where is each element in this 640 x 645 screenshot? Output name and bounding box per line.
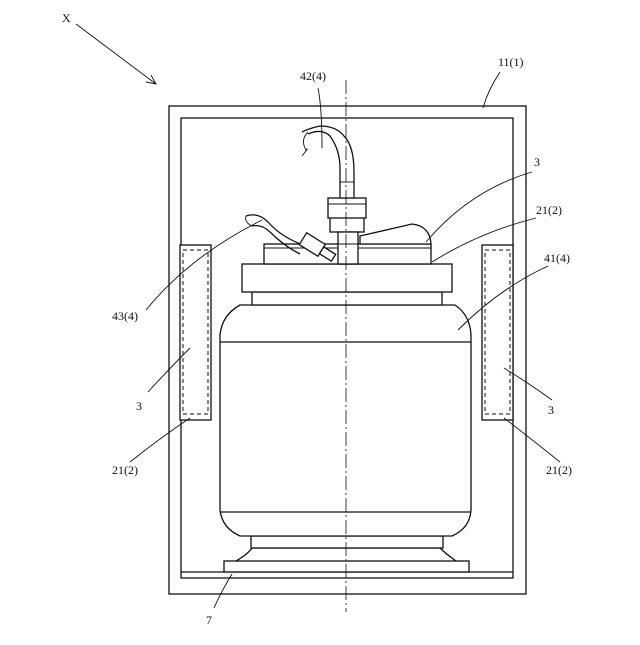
container-bottom-ring <box>251 536 443 548</box>
label-left-3: 3 <box>136 399 142 413</box>
label-x: X <box>62 11 71 25</box>
label-upper-21: 21(2) <box>536 203 562 217</box>
base-plate <box>224 561 469 572</box>
label-right-21: 21(2) <box>546 463 572 477</box>
label-upper-3: 3 <box>534 155 540 169</box>
leader-upper-3 <box>426 172 532 242</box>
hose-upper <box>246 215 306 246</box>
hose-break <box>246 216 252 226</box>
container-body <box>220 305 471 536</box>
heater-right-outer <box>482 245 513 420</box>
label-base: 7 <box>206 613 212 627</box>
label-container: 41(4) <box>544 251 570 265</box>
container-lid <box>242 264 452 292</box>
label-left-21: 21(2) <box>112 463 138 477</box>
fitting-stem <box>338 232 358 264</box>
leader-base <box>214 574 232 608</box>
pipe-break <box>302 132 308 156</box>
heater-left-outer <box>180 245 211 420</box>
label-pipe: 42(4) <box>300 69 326 83</box>
arrow-shaft <box>76 24 156 84</box>
fitting-nut <box>328 198 366 218</box>
label-right-3: 3 <box>548 403 554 417</box>
lid-wedge <box>360 224 431 244</box>
label-housing: 11(1) <box>498 55 524 69</box>
direction-arrow <box>76 24 156 84</box>
label-hose: 43(4) <box>112 309 138 323</box>
container-neck <box>252 292 442 305</box>
leader-housing <box>483 72 500 108</box>
